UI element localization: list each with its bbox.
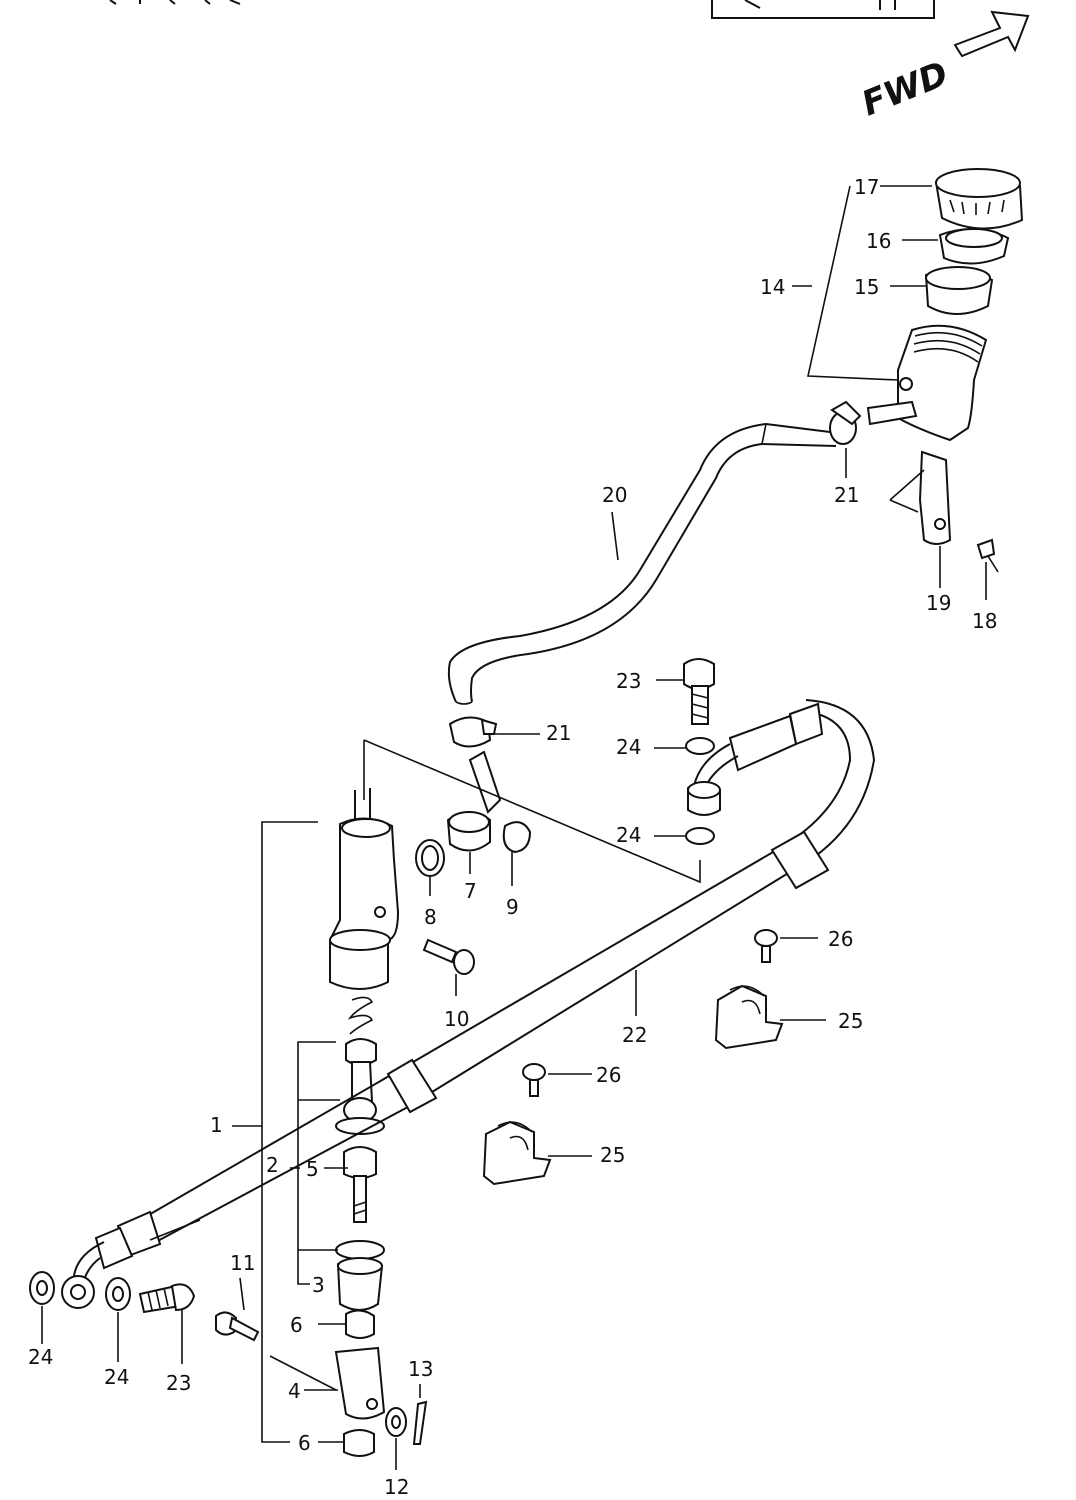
brake-hose [72, 699, 876, 1291]
label-14: 14 [760, 275, 785, 299]
piston [335, 1061, 385, 1135]
cotter-pin-13 [412, 1400, 428, 1445]
label-20: 20 [602, 483, 627, 507]
label-12: 12 [384, 1475, 409, 1499]
banjo-bolt-upper [683, 658, 715, 725]
nut-6-lower [343, 1429, 375, 1457]
label-10: 10 [444, 1007, 469, 1031]
label-23-upper: 23 [616, 669, 641, 693]
bolt-11 [215, 1311, 260, 1342]
part-labels: 1 2 3 4 5 6 6 7 8 9 10 11 12 13 14 15 16… [28, 175, 997, 1499]
banjo-bolt-lower [138, 1283, 196, 1314]
screw-26-right [754, 929, 778, 963]
group-bracket-1 [261, 821, 318, 1443]
assembly-14-bracket-line [807, 185, 899, 381]
leader-lines [41, 185, 987, 1470]
label-24-a: 24 [616, 735, 641, 759]
header-box [109, 0, 935, 19]
fwd-label: FWD [856, 54, 953, 124]
label-26-left: 26 [596, 1063, 621, 1087]
group-bracket-2 [297, 1041, 340, 1285]
label-4: 4 [288, 1379, 301, 1403]
label-25-left: 25 [600, 1143, 625, 1167]
push-rod [343, 1146, 377, 1223]
label-5: 5 [306, 1157, 319, 1181]
reservoir-body [866, 324, 988, 442]
washer-12 [385, 1407, 407, 1437]
forward-arrow-icon [953, 10, 1030, 58]
label-11: 11 [230, 1251, 255, 1275]
label-2: 2 [266, 1153, 279, 1177]
circlip-9 [502, 821, 532, 854]
label-25-right: 25 [838, 1009, 863, 1033]
hose-clamp-lower [448, 716, 498, 748]
group-bracket-top [363, 739, 701, 884]
label-6-lower: 6 [298, 1431, 311, 1455]
reservoir-cap [934, 168, 1024, 230]
hose-clamp-upper [829, 400, 862, 445]
screw-10 [422, 938, 475, 975]
label-21-lower: 21 [546, 721, 571, 745]
label-24-b: 24 [616, 823, 641, 847]
bracket-bolt [976, 538, 999, 573]
label-16: 16 [866, 229, 891, 253]
reservoir-bracket [889, 450, 952, 545]
label-7: 7 [464, 879, 477, 903]
banjo-upper [687, 781, 721, 816]
clevis [334, 1346, 386, 1420]
label-24-c: 24 [28, 1345, 53, 1369]
label-3: 3 [312, 1273, 325, 1297]
washer-24-a [685, 737, 715, 755]
label-9: 9 [506, 895, 519, 919]
boot [335, 1240, 385, 1311]
screw-26-left [522, 1063, 546, 1097]
label-6-upper: 6 [290, 1313, 303, 1337]
inlet-fitting [446, 750, 502, 852]
spring [347, 996, 374, 1035]
label-18: 18 [972, 609, 997, 633]
reservoir-diaphragm-plate [938, 228, 1010, 265]
label-19: 19 [926, 591, 951, 615]
label-23-lower: 23 [166, 1371, 191, 1395]
hose-guide-left [482, 1120, 552, 1186]
o-ring-8 [415, 839, 445, 877]
label-17: 17 [854, 175, 879, 199]
label-22: 22 [622, 1023, 647, 1047]
nut-6-upper [345, 1309, 375, 1339]
label-13: 13 [408, 1357, 433, 1381]
master-cylinder-body [329, 788, 400, 990]
washer-24-b [685, 827, 715, 845]
label-24-d: 24 [104, 1365, 129, 1389]
washer-24-d [105, 1277, 131, 1311]
reservoir-diaphragm [924, 266, 994, 315]
reservoir-hose [447, 422, 837, 705]
label-15: 15 [854, 275, 879, 299]
washer-24-c [29, 1271, 55, 1305]
banjo-lower [61, 1275, 95, 1309]
hose-extension [149, 1219, 201, 1241]
label-26-right: 26 [828, 927, 853, 951]
label-21-upper: 21 [834, 483, 859, 507]
hose-guide-right [714, 984, 784, 1050]
label-1: 1 [210, 1113, 223, 1137]
label-8: 8 [424, 905, 437, 929]
